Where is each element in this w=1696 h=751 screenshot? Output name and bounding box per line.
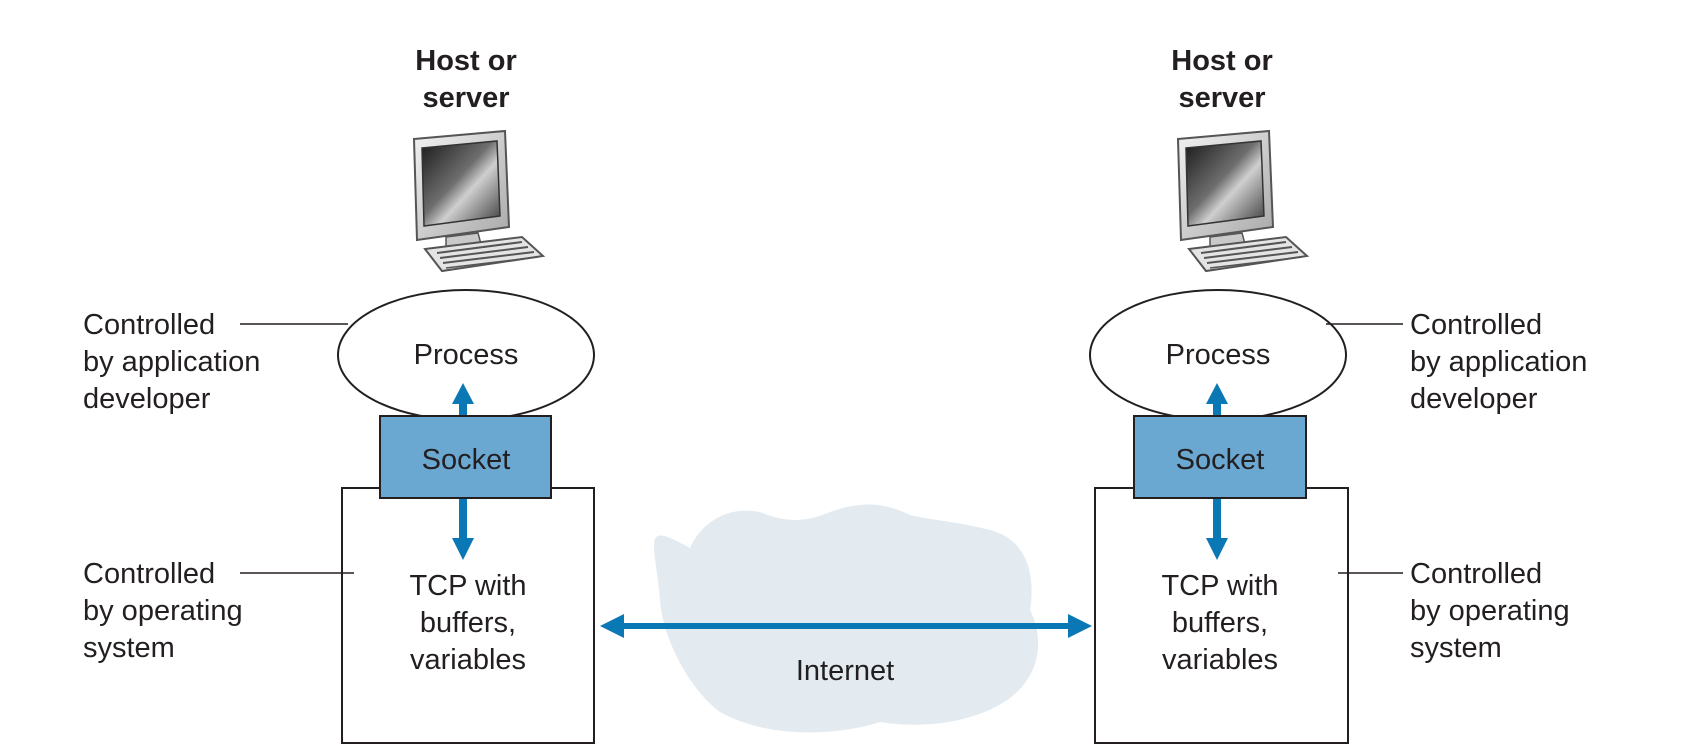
- right-app-note-line3: developer: [1410, 383, 1538, 415]
- right-tcp-line3: variables: [1162, 644, 1278, 676]
- internet-label: Internet: [796, 655, 894, 687]
- right-app-note-line1: Controlled: [1410, 309, 1542, 341]
- left-process-label: Process: [414, 339, 519, 371]
- right-tcp-box: [1094, 487, 1349, 744]
- left-host-title-line2: server: [422, 82, 509, 114]
- left-down-arrow: [452, 499, 474, 560]
- left-os-note-line1: Controlled: [83, 558, 215, 590]
- left-app-note-line2: by application: [83, 346, 260, 378]
- right-os-note-line2: by operating: [1410, 595, 1570, 627]
- right-os-note-line1: Controlled: [1410, 558, 1542, 590]
- right-socket-box: [1133, 415, 1307, 499]
- left-socket-box: [379, 415, 552, 499]
- left-host: Host or server Process TCP with buffers,…: [83, 45, 595, 744]
- left-tcp-box: [341, 487, 595, 744]
- left-tcp-line1: TCP with: [409, 570, 526, 602]
- right-tcp-line2: buffers,: [1172, 607, 1268, 639]
- right-host: Host or server Process TCP with buffers,…: [1089, 45, 1587, 744]
- left-socket-label: Socket: [422, 444, 511, 476]
- internet-bidirectional-arrow: [600, 614, 1092, 638]
- right-socket-label: Socket: [1176, 444, 1265, 476]
- left-host-title-line1: Host or: [415, 45, 517, 77]
- right-up-arrow: [1206, 383, 1228, 415]
- right-host-title-line1: Host or: [1171, 45, 1273, 77]
- right-host-title-line2: server: [1178, 82, 1265, 114]
- left-app-note-line1: Controlled: [83, 309, 215, 341]
- left-up-arrow: [452, 383, 474, 415]
- desktop-computer-icon: [412, 129, 546, 273]
- desktop-computer-icon: [1176, 129, 1310, 273]
- right-process-label: Process: [1166, 339, 1271, 371]
- left-os-note-line3: system: [83, 632, 175, 664]
- right-down-arrow: [1206, 499, 1228, 560]
- right-os-note-line3: system: [1410, 632, 1502, 664]
- right-app-note-line2: by application: [1410, 346, 1587, 378]
- internet-cloud: [653, 504, 1039, 733]
- left-tcp-line2: buffers,: [420, 607, 516, 639]
- left-os-note-line2: by operating: [83, 595, 243, 627]
- right-tcp-line1: TCP with: [1161, 570, 1278, 602]
- left-tcp-line3: variables: [410, 644, 526, 676]
- left-app-note-line3: developer: [83, 383, 211, 415]
